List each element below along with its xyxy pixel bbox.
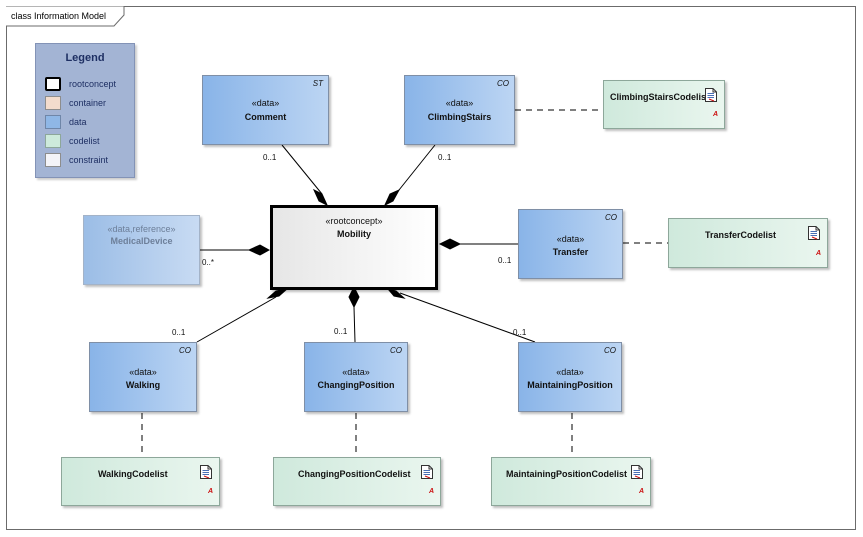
legend-swatch: [45, 96, 61, 110]
diagram-frame: [6, 6, 856, 530]
codelist-transfer[interactable]: TransferCodelist A: [668, 218, 828, 268]
multiplicity-maintaining: 0..1: [513, 328, 527, 337]
diamond-climbing: [383, 188, 401, 207]
abstract-mark: A: [638, 488, 644, 495]
stereotype-label: «data»: [445, 98, 474, 108]
legend-swatch: [45, 153, 61, 167]
diamond-device: [247, 244, 271, 256]
codelist-name: ClimbingStairsCodelist: [610, 92, 710, 102]
class-transfer[interactable]: CO «data» Transfer: [518, 209, 623, 279]
class-comment[interactable]: ST «data» Comment: [202, 75, 329, 145]
multiplicity-climbing: 0..1: [438, 153, 452, 162]
document-icon: [631, 465, 643, 479]
legend-label: container: [69, 98, 107, 108]
document-icon: [808, 226, 820, 240]
codelist-name: WalkingCodelist: [98, 469, 168, 479]
stereotype-label: «data»: [251, 98, 280, 108]
class-maintaining-position[interactable]: CO «data» MaintainingPosition: [518, 342, 622, 412]
abstract-mark: A: [207, 488, 213, 495]
codelist-maintaining-position[interactable]: MaintainingPositionCodelist A: [491, 457, 651, 506]
multiplicity-comment: 0..1: [263, 153, 277, 162]
type-tag: CO: [497, 79, 509, 88]
class-name: ClimbingStairs: [427, 112, 492, 122]
class-name: ChangingPosition: [317, 380, 395, 390]
diamond-maintaining: [386, 288, 406, 299]
class-walking[interactable]: CO «data» Walking: [89, 342, 197, 412]
stereotype-label: «data,reference»: [107, 224, 176, 234]
class-changing-position[interactable]: CO «data» ChangingPosition: [304, 342, 408, 412]
legend-swatch: [45, 77, 61, 91]
codelist-name: MaintainingPositionCodelist: [506, 469, 627, 479]
edge-comment: [281, 144, 323, 195]
legend: Legend rootconcept container data codeli…: [35, 43, 135, 178]
legend-label: rootconcept: [69, 79, 117, 89]
type-tag: CO: [605, 213, 617, 222]
edge-climbing: [394, 144, 436, 196]
type-tag: CO: [604, 346, 616, 355]
class-name: Mobility: [337, 229, 371, 239]
codelist-name: ChangingPositionCodelist: [298, 469, 411, 479]
diamond-transfer: [438, 238, 462, 250]
class-name: Walking: [125, 380, 161, 390]
edge-maintaining: [399, 292, 536, 343]
type-tag: CO: [179, 346, 191, 355]
codelist-climbing-stairs[interactable]: ClimbingStairsCodelist A: [603, 80, 725, 129]
codelist-name: TransferCodelist: [705, 230, 777, 240]
diamond-walking: [266, 288, 289, 299]
multiplicity-changing: 0..1: [334, 327, 348, 336]
class-name: Comment: [244, 112, 287, 122]
stereotype-label: «data»: [342, 367, 370, 377]
type-tag: CO: [390, 346, 402, 355]
class-name: MaintainingPosition: [527, 380, 613, 390]
legend-swatch: [45, 115, 61, 129]
document-icon: [200, 465, 212, 479]
stereotype-label: «rootconcept»: [325, 216, 383, 226]
abstract-mark: A: [712, 111, 718, 118]
diamond-changing: [348, 285, 360, 309]
document-icon: [705, 88, 717, 102]
document-icon: [421, 465, 433, 479]
legend-label: data: [69, 117, 87, 127]
class-name: MedicalDevice: [110, 236, 173, 246]
legend-title: Legend: [65, 52, 105, 64]
frame-title-tab: [6, 6, 125, 27]
legend-label: codelist: [69, 136, 100, 146]
legend-swatch: [45, 134, 61, 148]
class-name: Transfer: [552, 247, 589, 257]
class-medical-device[interactable]: «data,reference» MedicalDevice: [83, 215, 200, 285]
abstract-mark: A: [428, 488, 434, 495]
edge-walking: [196, 296, 277, 343]
codelist-changing-position[interactable]: ChangingPositionCodelist A: [273, 457, 441, 506]
codelist-walking[interactable]: WalkingCodelist A: [61, 457, 220, 506]
stereotype-label: «data»: [556, 234, 585, 244]
multiplicity-walking: 0..1: [172, 328, 186, 337]
frame-title: class Information Model: [11, 11, 107, 21]
multiplicity-device: 0..*: [202, 258, 215, 267]
stereotype-label: «data»: [556, 367, 584, 377]
edge-changing: [353, 306, 356, 343]
class-climbing-stairs[interactable]: CO «data» ClimbingStairs: [404, 75, 515, 145]
multiplicity-transfer: 0..1: [498, 256, 512, 265]
legend-label: constraint: [69, 155, 109, 165]
type-tag: ST: [312, 79, 323, 88]
stereotype-label: «data»: [129, 367, 157, 377]
diamond-comment: [312, 188, 329, 207]
class-mobility[interactable]: «rootconcept» Mobility: [270, 205, 438, 290]
abstract-mark: A: [815, 250, 821, 257]
